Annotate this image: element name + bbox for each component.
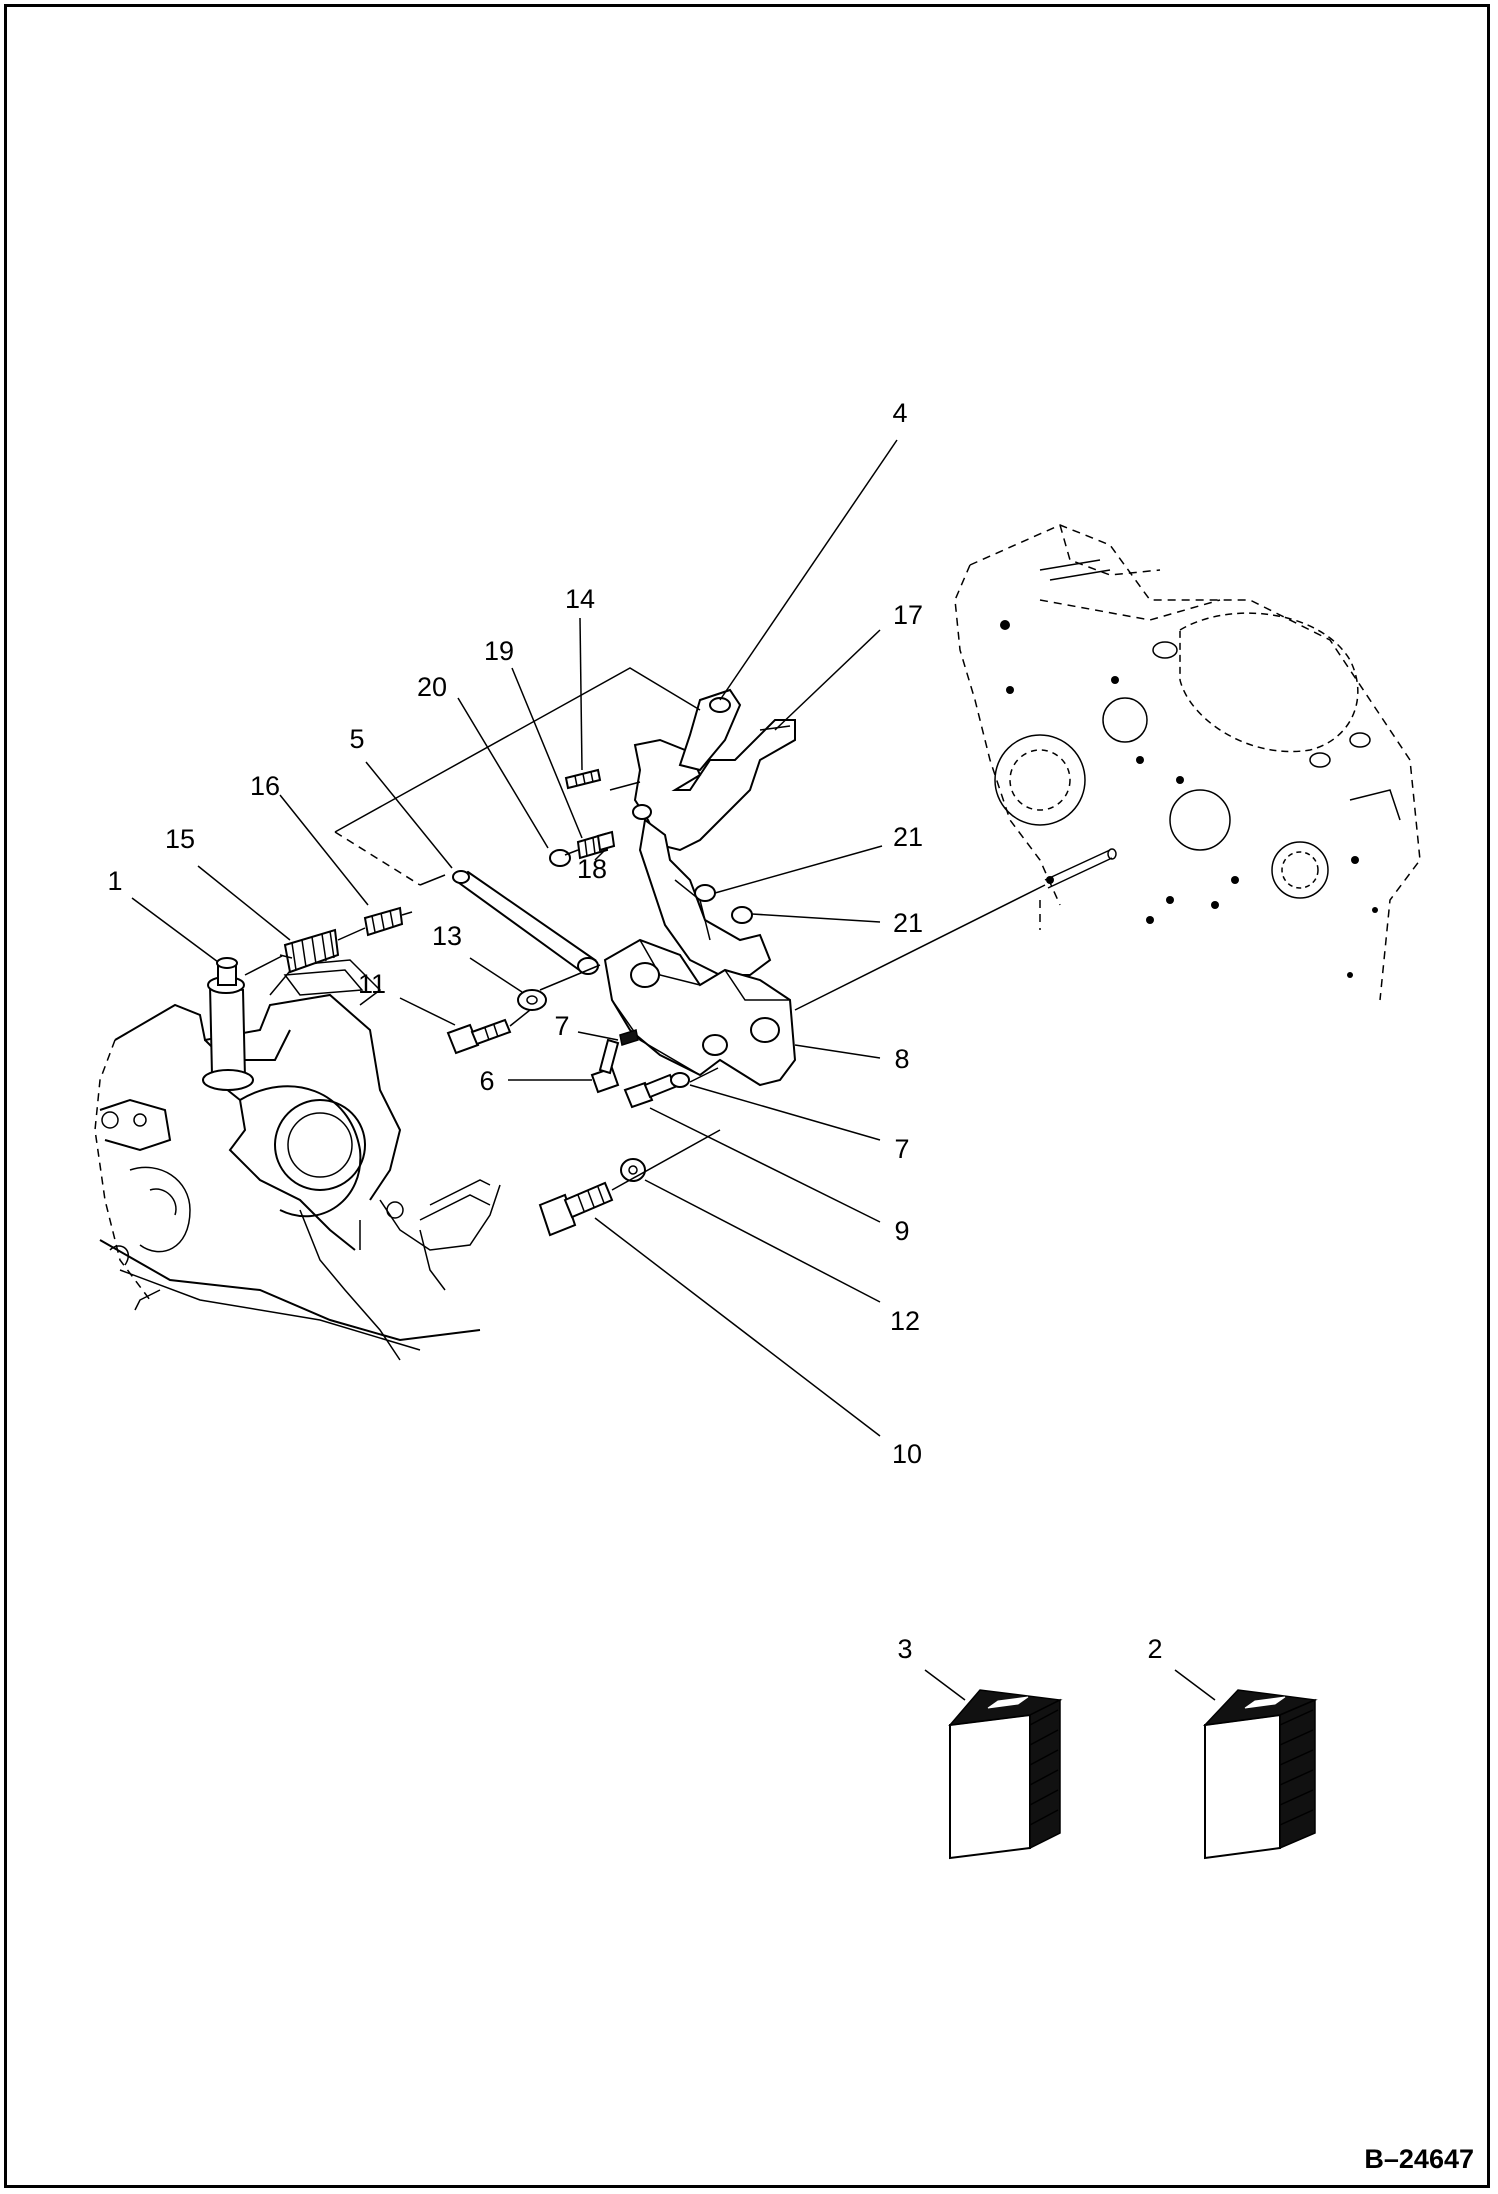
part-18-pin [596, 830, 616, 852]
callout-19: 19 [484, 636, 514, 666]
part-4-17-levers [632, 688, 796, 976]
long-stud [1044, 848, 1117, 889]
callout-21-lower: 21 [893, 908, 923, 938]
callout-20: 20 [417, 672, 447, 702]
callout-12: 12 [890, 1306, 920, 1336]
gear-case-housing [94, 959, 501, 1361]
callout-labels: 1 2 3 4 5 6 7 7 8 9 10 11 12 13 14 15 16… [107, 398, 1162, 1664]
callout-7-upper: 7 [554, 1011, 569, 1041]
callout-4: 4 [892, 398, 907, 428]
part-10-bolt [538, 1181, 614, 1237]
drawing-reference-number: B–24647 [1364, 2144, 1474, 2174]
part-5-rod [452, 870, 599, 975]
part-11-bolt [446, 1018, 512, 1055]
part-7-washer-lower [670, 1072, 690, 1088]
drawing-frame [4, 4, 1490, 2188]
callout-3: 3 [897, 1634, 912, 1664]
part-2-box [1203, 1689, 1318, 1860]
callout-11: 11 [358, 969, 386, 999]
part-7-washer-upper [619, 1029, 639, 1046]
callout-5: 5 [349, 724, 364, 754]
callout-21-upper: 21 [893, 822, 923, 852]
part-3-box [948, 1689, 1063, 1860]
part-8-bracket [603, 938, 797, 1087]
engine-block-right [954, 524, 1421, 1001]
part-15-spring [279, 928, 340, 974]
callout-18: 18 [577, 854, 607, 884]
callout-7-lower: 7 [894, 1134, 909, 1164]
callout-10: 10 [892, 1439, 922, 1469]
callout-13: 13 [432, 921, 462, 951]
callout-9: 9 [894, 1216, 909, 1246]
callout-17: 17 [893, 600, 923, 630]
part-1-shaft [202, 957, 254, 1091]
assembly-lines [244, 667, 1046, 1221]
callout-14: 14 [565, 584, 595, 614]
part-20-ball [549, 849, 571, 867]
callout-1: 1 [107, 866, 122, 896]
leader-lines [131, 439, 1216, 1701]
part-13-washer [517, 989, 547, 1011]
part-6-bolt [590, 1038, 620, 1094]
callout-15: 15 [165, 824, 195, 854]
part-9-bolt [623, 1073, 677, 1109]
part-14-pin [564, 768, 602, 790]
callout-16: 16 [250, 771, 280, 801]
callout-2: 2 [1147, 1634, 1162, 1664]
part-21-plug-lower [731, 906, 753, 924]
callout-8: 8 [894, 1044, 909, 1074]
part-16-spring [363, 906, 413, 937]
callout-6: 6 [479, 1066, 494, 1096]
part-21-plug-upper [694, 884, 716, 902]
